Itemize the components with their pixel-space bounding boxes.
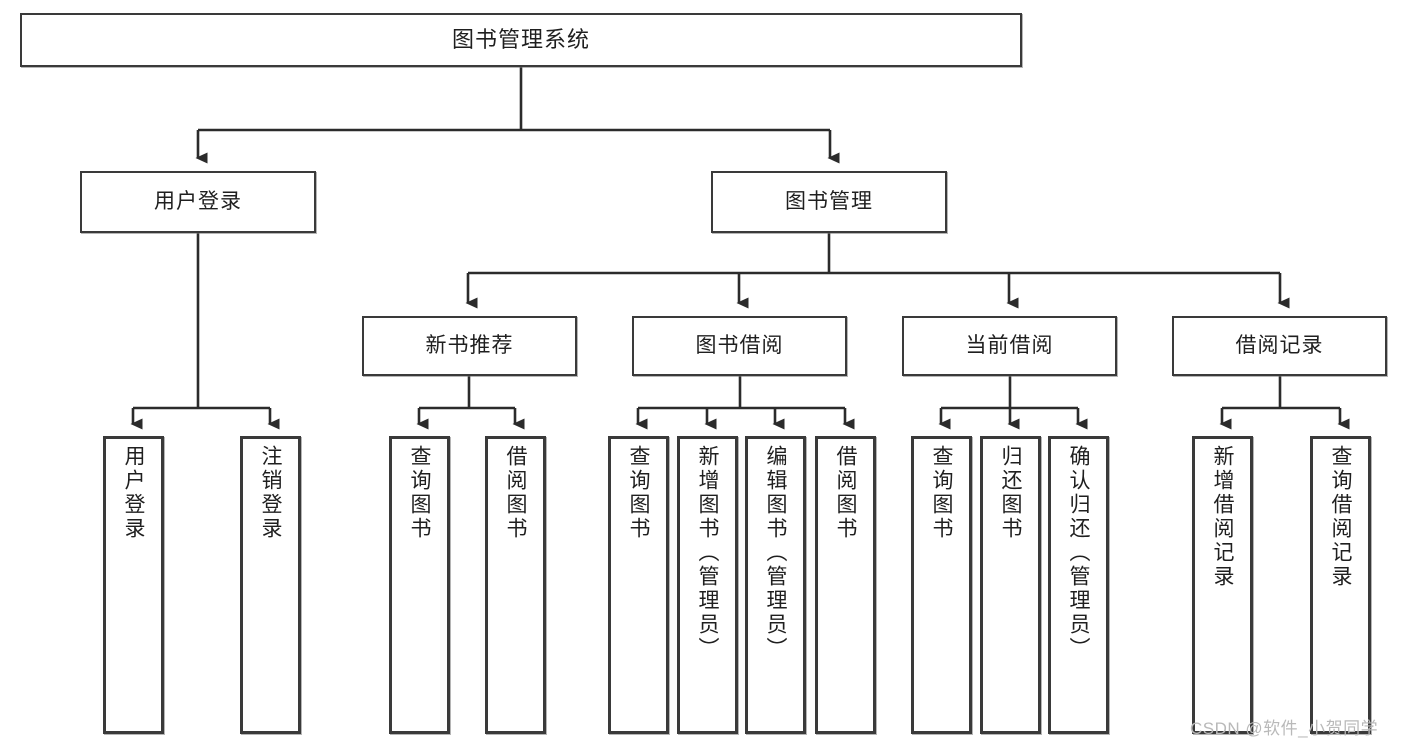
node-borrow-record[interactable]: 借阅记录 (1172, 316, 1387, 376)
leaf-label: 编辑图书（管理员） (764, 445, 787, 661)
leaf-label: 查询图书 (930, 445, 953, 541)
leaf-add-book-admin[interactable]: 新增图书（管理员） (677, 436, 738, 734)
leaf-query-book-borrow[interactable]: 查询图书 (608, 436, 669, 734)
node-label: 图书管理系统 (451, 27, 590, 53)
leaf-label: 用户登录 (122, 445, 145, 541)
node-label: 借阅记录 (1235, 333, 1324, 357)
node-book-borrow[interactable]: 图书借阅 (632, 316, 847, 376)
leaf-label: 借阅图书 (504, 445, 527, 541)
leaf-borrow-book[interactable]: 借阅图书 (815, 436, 876, 734)
leaf-borrow-book-recommend[interactable]: 借阅图书 (485, 436, 546, 734)
leaf-edit-book-admin[interactable]: 编辑图书（管理员） (745, 436, 806, 734)
leaf-query-book-current[interactable]: 查询图书 (911, 436, 972, 734)
leaf-label: 借阅图书 (834, 445, 857, 541)
leaf-return-book[interactable]: 归还图书 (980, 436, 1041, 734)
leaf-label: 查询图书 (627, 445, 650, 541)
leaf-label: 归还图书 (999, 445, 1022, 541)
node-book-management[interactable]: 图书管理 (711, 171, 947, 233)
node-current-borrow[interactable]: 当前借阅 (902, 316, 1117, 376)
node-new-book-recommend[interactable]: 新书推荐 (362, 316, 577, 376)
leaf-label: 注销登录 (259, 445, 282, 541)
leaf-label: 新增图书（管理员） (696, 445, 719, 661)
node-label: 新书推荐 (425, 333, 514, 357)
leaf-label: 查询借阅记录 (1329, 445, 1352, 589)
node-label: 当前借阅 (965, 333, 1054, 357)
node-label: 图书管理 (785, 189, 873, 213)
leaf-label: 查询图书 (408, 445, 431, 541)
leaf-query-book-recommend[interactable]: 查询图书 (389, 436, 450, 734)
leaf-label: 新增借阅记录 (1211, 445, 1234, 589)
node-label: 用户登录 (154, 189, 242, 213)
node-label: 图书借阅 (695, 333, 784, 357)
node-root-system[interactable]: 图书管理系统 (20, 13, 1022, 67)
leaf-user-login[interactable]: 用户登录 (103, 436, 164, 734)
leaf-label: 确认归还（管理员） (1067, 445, 1090, 661)
leaf-add-borrow-record[interactable]: 新增借阅记录 (1192, 436, 1253, 734)
node-user-login[interactable]: 用户登录 (80, 171, 316, 233)
watermark: CSDN @软件_小贺同学 (1190, 719, 1379, 738)
leaf-confirm-return-admin[interactable]: 确认归还（管理员） (1048, 436, 1109, 734)
leaf-logout[interactable]: 注销登录 (240, 436, 301, 734)
leaf-query-borrow-record[interactable]: 查询借阅记录 (1310, 436, 1371, 734)
